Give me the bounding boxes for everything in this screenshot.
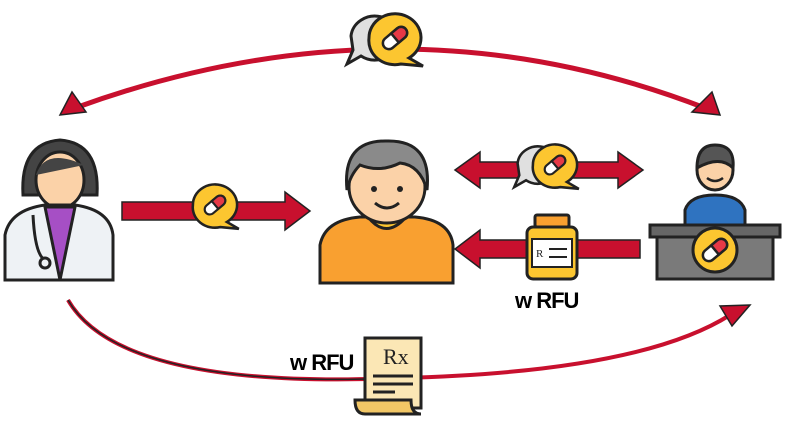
doctor-speech-bubble-pill-icon: [191, 183, 240, 231]
pharmacist-icon: [648, 143, 782, 281]
prescription-label: w RFU: [289, 350, 354, 375]
arrowhead-left: [58, 90, 88, 116]
svg-text:R: R: [536, 248, 544, 260]
pharmacist-speech-bubble-pill-icon: [514, 144, 579, 188]
arrowhead-right: [718, 304, 752, 328]
rx-symbol: Rx: [383, 344, 409, 369]
doctor-icon: [3, 138, 115, 282]
prescription-paper-icon: Rx: [353, 336, 423, 416]
top-speech-bubble-pill-icon: [347, 14, 423, 66]
bottle-label: w RFU: [514, 288, 579, 313]
medicine-bottle-icon: R: [525, 213, 579, 281]
arrowhead-right: [690, 90, 722, 116]
patient-icon: [318, 139, 455, 285]
